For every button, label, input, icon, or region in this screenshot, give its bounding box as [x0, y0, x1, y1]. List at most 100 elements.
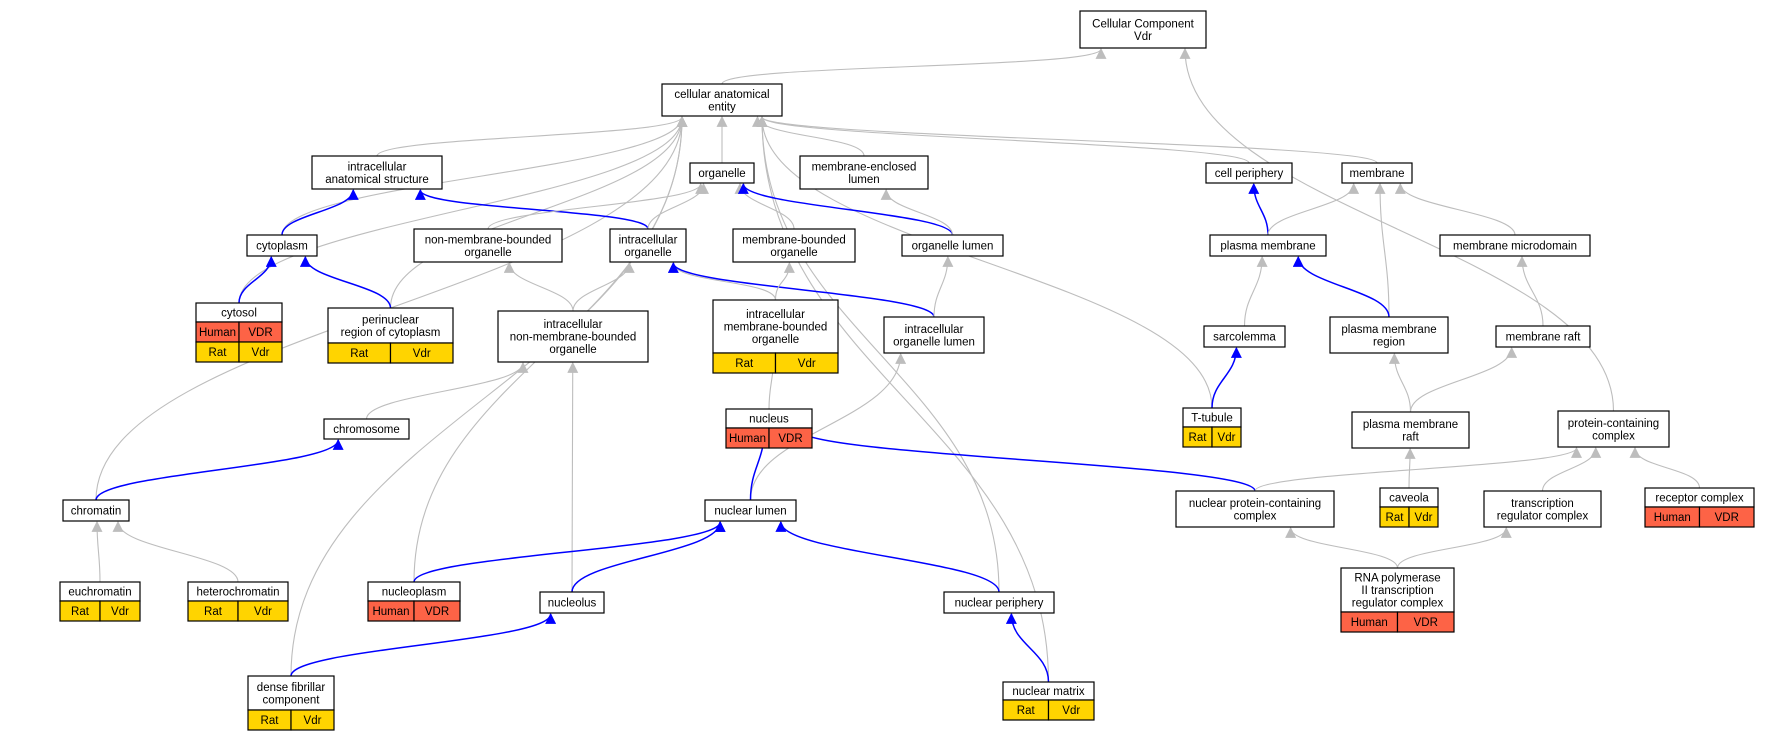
term-node[interactable]: membrane — [1341, 162, 1413, 184]
term-box — [1175, 490, 1335, 528]
part-of-edge — [413, 520, 726, 583]
species-label: Human — [199, 327, 236, 339]
term-node[interactable]: organelle lumen — [901, 234, 1004, 257]
term-box — [943, 591, 1055, 614]
term-label: intracellular — [544, 319, 603, 331]
term-label: organelle lumen — [912, 241, 994, 253]
term-box — [883, 316, 985, 354]
term-box — [1439, 234, 1591, 257]
is-a-edge — [1285, 526, 1399, 569]
is-a-edge — [91, 520, 103, 583]
term-label: raft — [1402, 431, 1419, 443]
is-a-edge — [880, 188, 954, 236]
is-a-edge — [756, 115, 1250, 164]
term-label: RNA polymerase — [1354, 573, 1440, 585]
term-box — [246, 234, 318, 257]
gene-cell — [768, 427, 813, 449]
is-a-edge — [756, 115, 1213, 409]
term-label: cell periphery — [1215, 168, 1284, 180]
term-box — [799, 155, 929, 190]
term-node[interactable]: membrane raft — [1495, 325, 1591, 348]
term-label: plasma membrane — [1341, 324, 1436, 336]
term-label: regulator complex — [1352, 598, 1444, 610]
term-label: organelle — [752, 334, 799, 346]
part-of-edge — [281, 188, 359, 236]
term-node[interactable]: nuclear lumen — [704, 499, 797, 522]
term-label: nuclear matrix — [1012, 686, 1084, 698]
part-of-edge — [299, 255, 392, 309]
is-a-edge — [734, 182, 795, 230]
term-label: heterochromatin — [196, 587, 279, 599]
term-node[interactable]: chromosome — [323, 418, 410, 440]
term-box — [1341, 162, 1413, 184]
is-a-edge — [1404, 447, 1416, 489]
term-node[interactable]: intracellularnon-membrane-boundedorganel… — [497, 310, 649, 363]
is-a-edge — [933, 255, 954, 318]
term-label: nucleoplasm — [382, 587, 447, 599]
species-label: Human — [1654, 512, 1691, 524]
gene-cell — [1396, 611, 1455, 633]
term-node[interactable]: cell periphery — [1205, 162, 1293, 184]
term-node[interactable]: plasma membrane — [1209, 234, 1327, 257]
term-label: perinuclear — [362, 314, 419, 326]
is-a-edge — [749, 352, 907, 501]
term-node[interactable]: sarcolemma — [1203, 325, 1286, 348]
term-box — [62, 499, 130, 522]
term-node[interactable]: organelle — [689, 162, 755, 184]
gene-label: VDR — [1715, 512, 1739, 524]
term-label: chromosome — [333, 424, 399, 436]
term-node[interactable]: nuclear periphery — [943, 591, 1055, 614]
gene-label: VDR — [1414, 617, 1438, 629]
term-label: intracellular — [905, 324, 964, 336]
gene-cell — [413, 600, 461, 622]
species-label: Rat — [735, 358, 754, 370]
gene-cell — [237, 600, 289, 622]
term-node[interactable]: intracellularmembrane-boundedorganelleRa… — [712, 299, 839, 374]
term-node[interactable]: cytoplasm — [246, 234, 318, 257]
term-label: transcription — [1511, 498, 1574, 510]
term-node[interactable]: membrane microdomain — [1439, 234, 1591, 257]
term-node[interactable]: nucleolus — [539, 591, 605, 614]
term-box — [247, 675, 335, 711]
term-box — [609, 228, 687, 263]
term-node[interactable]: chromatin — [62, 499, 130, 522]
is-a-edge — [1516, 255, 1544, 327]
gene-label: Vdr — [1415, 512, 1433, 524]
term-label: receptor complex — [1655, 493, 1743, 505]
is-a-edge — [1394, 182, 1516, 236]
is-a-edge — [667, 261, 777, 301]
gene-cell — [99, 600, 141, 622]
term-box — [539, 591, 605, 614]
term-label: nuclear protein-containing — [1189, 498, 1321, 510]
term-box — [327, 307, 454, 344]
species-label: Rat — [1017, 705, 1036, 717]
